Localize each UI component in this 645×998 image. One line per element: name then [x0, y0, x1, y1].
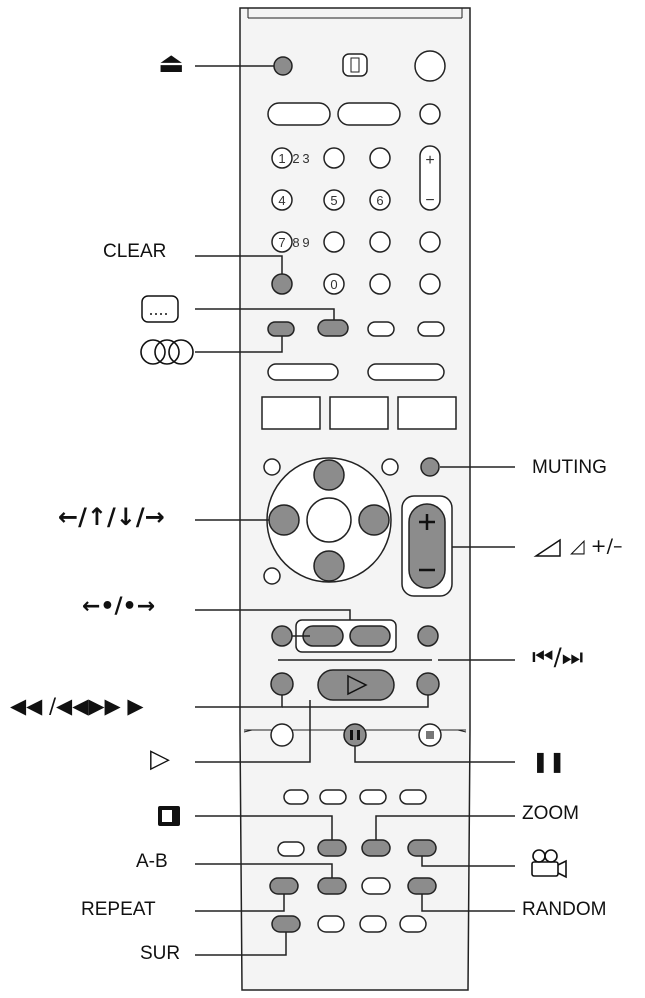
- prev-next-label: ⏮/⏭: [532, 643, 584, 671]
- side-button-2[interactable]: [419, 273, 441, 295]
- nav-left-button[interactable]: [268, 504, 300, 536]
- num-8-button[interactable]: [323, 231, 345, 253]
- key-8: 8: [292, 235, 299, 250]
- nav-down-button[interactable]: [313, 550, 345, 582]
- ab-label: A-B: [136, 851, 168, 872]
- prev-button[interactable]: [271, 625, 293, 647]
- tv-dvd-switch[interactable]: [342, 53, 368, 77]
- nav-right-button[interactable]: [358, 504, 390, 536]
- zoom-label: ZOOM: [522, 803, 579, 824]
- num-3-button[interactable]: [369, 147, 391, 169]
- zoom-button[interactable]: [361, 839, 391, 857]
- key-2: 2: [292, 151, 299, 166]
- clear-button[interactable]: [271, 273, 293, 295]
- top-button-1[interactable]: [267, 102, 331, 126]
- func-button-3[interactable]: [397, 396, 457, 430]
- arrows-label: ←/↑/↓/→: [58, 503, 165, 531]
- scan-back-button[interactable]: [270, 672, 294, 696]
- num-2-button[interactable]: [323, 147, 345, 169]
- num-0-button[interactable]: [323, 273, 345, 295]
- clear-label: CLEAR: [103, 241, 167, 262]
- func-button-2[interactable]: [329, 396, 389, 430]
- top-button-2[interactable]: [337, 102, 401, 126]
- audio-button[interactable]: [267, 321, 295, 337]
- sur-label: SUR: [140, 943, 181, 964]
- angle-button[interactable]: [407, 839, 437, 857]
- key-9: 9: [302, 235, 309, 250]
- volume-rocker[interactable]: [408, 503, 446, 589]
- scan-label: ◀◀ /◀◀▶▶ ▶: [10, 694, 144, 718]
- pause-label: ❚❚: [532, 749, 566, 773]
- stop-left-button[interactable]: [270, 723, 294, 747]
- muting-button[interactable]: [420, 457, 440, 477]
- enter-button[interactable]: [369, 273, 391, 295]
- top-button-3[interactable]: [419, 103, 441, 125]
- picture-in-picture-icon: [158, 806, 180, 826]
- next-button[interactable]: [417, 625, 439, 647]
- pause-button[interactable]: [343, 723, 367, 747]
- play-button[interactable]: [317, 669, 395, 701]
- subtitle-button[interactable]: [317, 319, 349, 337]
- subtitle-icon: [141, 295, 179, 323]
- func-button-1[interactable]: [261, 396, 321, 430]
- num-1-button[interactable]: [271, 147, 293, 169]
- key-5: 5: [330, 193, 337, 208]
- key-3: 3: [302, 151, 309, 166]
- random-button[interactable]: [407, 877, 437, 895]
- key-plus: +: [425, 152, 434, 169]
- play-label: ▷: [150, 744, 170, 774]
- channel-rocker[interactable]: [419, 145, 441, 211]
- nav-up-button[interactable]: [313, 459, 345, 491]
- repeat-label: REPEAT: [81, 899, 156, 920]
- key-0: 0: [330, 277, 337, 292]
- key-4: 4: [278, 193, 285, 208]
- pip-button[interactable]: [317, 839, 347, 857]
- key-minus: −: [425, 192, 434, 209]
- repeat-button[interactable]: [269, 877, 299, 895]
- num-4-button[interactable]: [271, 189, 293, 211]
- eject-button[interactable]: [273, 56, 293, 76]
- instant-advance-button[interactable]: [349, 625, 391, 647]
- key-1: 1: [278, 151, 285, 166]
- camera-angle-icon: [531, 849, 567, 879]
- num-6-button[interactable]: [369, 189, 391, 211]
- eject-label: ⏏: [158, 46, 185, 79]
- sur-button[interactable]: [271, 915, 301, 933]
- volume-label: ◿ +/–: [570, 535, 623, 557]
- scan-forward-button[interactable]: [416, 672, 440, 696]
- volume-triangle-icon: [533, 538, 561, 557]
- muting-label: MUTING: [532, 457, 607, 478]
- side-button[interactable]: [419, 231, 441, 253]
- num-7-button[interactable]: [271, 231, 293, 253]
- instant-label: ←•/•→: [82, 594, 156, 619]
- power-button[interactable]: [414, 50, 446, 82]
- key-6: 6: [376, 193, 383, 208]
- random-label: RANDOM: [522, 899, 607, 920]
- enter-center-button[interactable]: [306, 497, 352, 543]
- num-5-button[interactable]: [323, 189, 345, 211]
- key-7: 7: [278, 235, 285, 250]
- num-9-button[interactable]: [369, 231, 391, 253]
- leader-lines: [195, 65, 515, 956]
- ab-button[interactable]: [317, 877, 347, 895]
- audio-circles-icon: [140, 339, 194, 365]
